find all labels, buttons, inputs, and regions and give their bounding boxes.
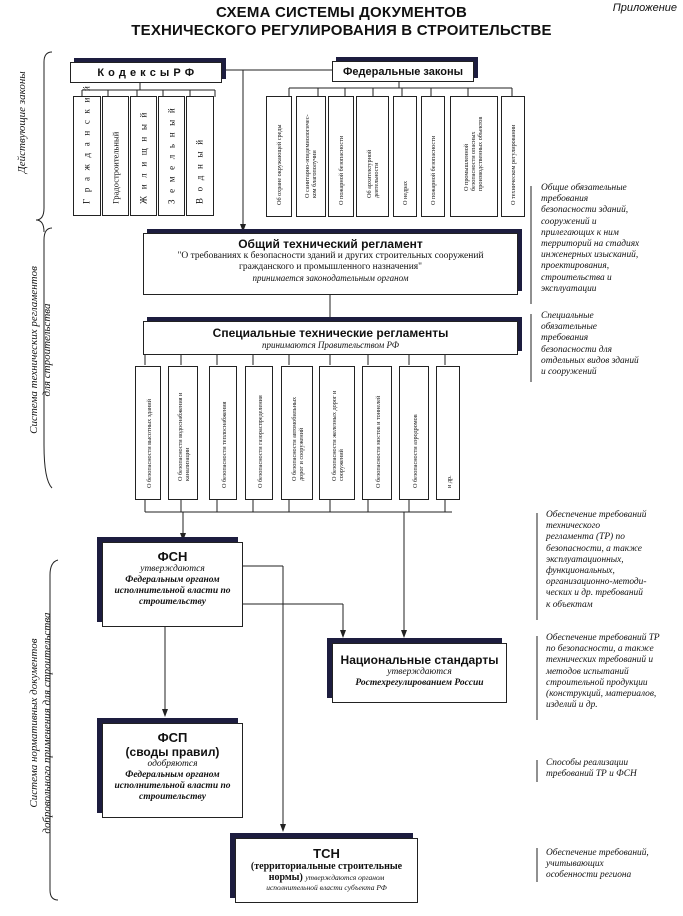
federal-laws-header: Федеральные законы	[332, 61, 474, 82]
general-regulation-note: принимается законодательным органом	[252, 273, 409, 283]
fsn-body-1: Федеральным органом	[125, 575, 220, 585]
law-fire-safety: О пожарной безопасности	[328, 96, 354, 217]
tsn-subtitle: (территориальные строительные	[250, 861, 403, 872]
tsn-note-2: исполнительной власти субъекта РФ	[266, 883, 387, 892]
special-gas: О безопасности газораспределения	[245, 366, 273, 500]
law-technical-regulation: О техническом регулировании	[501, 96, 525, 217]
fsp-title: ФСП	[157, 730, 188, 745]
tsn-note: утверждаются органом	[305, 873, 385, 882]
national-standards-title: Национальные стандарты	[340, 653, 499, 667]
general-regulation-box: Общий технический регламент "О требовани…	[143, 233, 518, 295]
note-tsn: Обеспечение требований, учитывающих особ…	[546, 848, 649, 881]
fsn-box: ФСН утверждаются Федеральным органом исп…	[102, 542, 243, 627]
codes-header: К о д е к с ы Р Ф	[70, 62, 222, 83]
fsp-body-3: строительству	[139, 792, 206, 802]
special-regulations-note: принимаются Правительством РФ	[261, 340, 400, 350]
note-special-requirements: Специальные обязательные требования безо…	[541, 311, 639, 378]
fsn-approved: утверждаются	[140, 564, 205, 574]
note-general-requirements: Общие обязательные требования безопаснос…	[541, 183, 640, 294]
note-fsn-requirements: Обеспечение требований технического регл…	[546, 510, 647, 610]
national-standards-body: Ростехрегулированием России	[355, 678, 484, 688]
special-water-supply: О безопасности водоснабжения и канализац…	[168, 366, 198, 500]
national-standards-approved: утверждаются	[387, 667, 452, 677]
special-roads: О безопасности автомобильных дорог и соо…	[281, 366, 313, 500]
brace-laws	[35, 51, 53, 233]
fsp-subtitle: (своды правил)	[125, 745, 220, 759]
fsn-body-2: исполнительной власти по	[114, 586, 231, 596]
code-housing: Ж и л и щ н ы й	[130, 96, 157, 216]
tsn-box: ТСН (территориальные строительные нормы)…	[235, 838, 418, 903]
section-laws-label: Действующие законы	[16, 71, 28, 174]
special-railways: О безопасности железных дорог и сооружен…	[319, 366, 355, 500]
fsp-body-2: исполнительной власти по	[114, 781, 231, 791]
tsn-title: ТСН	[313, 846, 340, 861]
special-other: и др.	[436, 366, 460, 500]
fsn-title: ФСН	[157, 549, 188, 564]
brace-voluntary	[49, 559, 59, 901]
law-sanitary: О санитарно-эпидемиологичес- ком благопо…	[296, 96, 326, 217]
tsn-subtitle-2: нормы)	[268, 872, 303, 883]
law-industrial-safety: О промышленной безопасности опасных прои…	[450, 96, 498, 217]
note-national-standards: Обеспечение требований ТР по безопасност…	[546, 633, 660, 711]
general-regulation-title: Общий технический регламент	[238, 237, 423, 251]
fsn-body-3: строительству	[139, 597, 206, 607]
special-bridges: О безопасности мостов и тоннелей	[362, 366, 392, 500]
brace-regulations	[43, 227, 53, 489]
appendix-label: Приложение	[612, 2, 677, 14]
code-urban: Градостроительный	[102, 96, 129, 216]
law-architecture: Об архитектурной деятельности	[356, 96, 389, 217]
code-civil: Г р а ж д а н с к и й	[73, 84, 101, 216]
page-subtitle: ТЕХНИЧЕСКОГО РЕГУЛИРОВАНИЯ В СТРОИТЕЛЬСТ…	[131, 22, 552, 39]
note-fsp: Способы реализации требований ТР и ФСН	[546, 758, 637, 780]
law-environment: Об охране окружающей среды	[266, 96, 292, 217]
special-regulations-title: Специальные технические регламенты	[212, 326, 449, 340]
general-regulation-subtitle: "О требованиях к безопасности зданий и д…	[177, 251, 484, 272]
special-high-rise: О безопасности высотных зданий	[135, 366, 161, 500]
page-title: СХЕМА СИСТЕМЫ ДОКУМЕНТОВ	[216, 4, 467, 21]
code-land: З е м е л ь н ы й	[158, 96, 185, 216]
code-water: В о д н ы й	[186, 96, 214, 216]
law-fire-safety-2: О пожарной безопасности	[421, 96, 445, 217]
fsp-box: ФСП (своды правил) одобряются Федеральны…	[102, 723, 243, 818]
special-heat-supply: О безопасности теплоснабжения	[209, 366, 237, 500]
national-standards-box: Национальные стандарты утверждаются Рост…	[332, 643, 507, 703]
law-subsoil: О недрах	[393, 96, 417, 217]
fsp-body-1: Федеральным органом	[125, 770, 220, 780]
special-regulations-box: Специальные технические регламенты прини…	[143, 321, 518, 355]
special-airfields: О безопасности аэродромов	[399, 366, 429, 500]
fsp-approved: одобряются	[147, 759, 198, 769]
